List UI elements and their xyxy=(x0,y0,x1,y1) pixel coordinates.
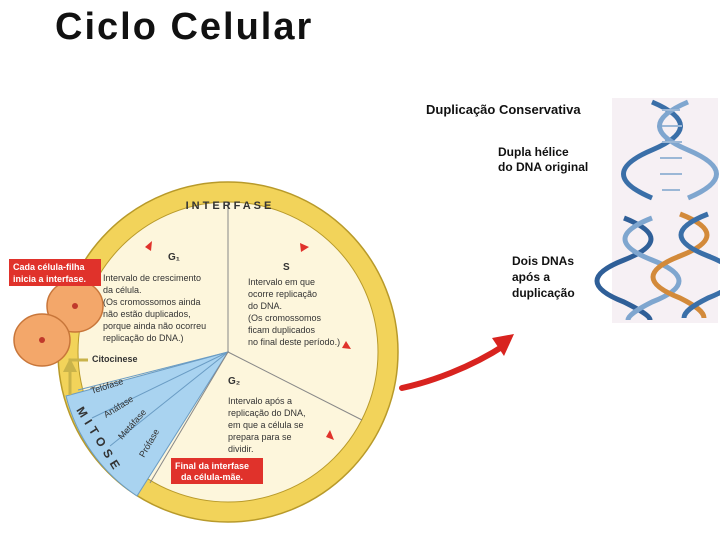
red-arrow xyxy=(399,334,514,391)
mitosis-sector xyxy=(65,351,230,497)
daughter-note: Cada célula-filha inicia a interfase. xyxy=(9,259,101,286)
g2-name: G₂ xyxy=(228,376,240,387)
daughter-cells xyxy=(13,279,104,367)
phase-divider xyxy=(91,351,229,419)
after-label-line: Dois DNAs xyxy=(512,254,574,268)
after-label-line: após a xyxy=(512,270,550,284)
g1-line: não estão duplicados, xyxy=(103,309,191,319)
mother-note-box xyxy=(171,458,263,484)
g1-line: (Os cromossomos ainda xyxy=(103,297,201,307)
cytokinesis-arrowhead xyxy=(63,358,77,372)
mother-note-line: Final da interfase xyxy=(175,461,249,471)
s-line: ocorre replicação xyxy=(248,289,317,299)
helix-strand xyxy=(622,215,682,321)
helix-strand xyxy=(660,109,682,191)
g1-line: da célula. xyxy=(103,285,142,295)
s-line: no final deste período.) xyxy=(248,337,340,347)
phase-divider xyxy=(77,351,229,391)
s-line: Intervalo em que xyxy=(248,277,315,287)
interphase-label: INTERFASE xyxy=(186,200,275,212)
g1-name: G₁ xyxy=(168,252,180,263)
s-line: do DNA. xyxy=(248,301,282,311)
cell-nucleus xyxy=(72,303,78,309)
progress-marker xyxy=(300,243,309,252)
g1-line: porque ainda não ocorreu xyxy=(103,321,206,331)
cell-nucleus xyxy=(39,337,45,343)
dna-helix-copy-orange xyxy=(650,211,720,319)
red-arrow-head xyxy=(492,334,514,356)
g2-line: replicação do DNA, xyxy=(228,408,306,418)
g2-mitosis-divider xyxy=(149,351,229,484)
mother-note: Final da interfase da célula-mãe. xyxy=(171,458,263,484)
dna-heading: Duplicação Conservativa xyxy=(426,102,581,117)
g1-line: replicação do DNA.) xyxy=(103,333,184,343)
s-line: (Os cromossomos xyxy=(248,313,322,323)
cell-cycle-wheel: INTERFASE G₁ Intervalo de crescimento da… xyxy=(57,181,399,523)
dna-helix-original xyxy=(621,99,719,201)
page-title: Ciclo Celular xyxy=(55,6,314,48)
g2-line: dividir. xyxy=(228,444,254,454)
helix-strand xyxy=(657,99,719,201)
g1-line: Intervalo de crescimento xyxy=(103,273,201,283)
s-name: S xyxy=(283,262,290,273)
progress-marker xyxy=(342,341,351,349)
cytokinesis-label: Citocinese xyxy=(92,354,138,364)
g2-line: em que a célula se xyxy=(228,420,304,430)
after-label-line: duplicação xyxy=(512,286,575,300)
phase-divider xyxy=(109,351,229,447)
daughter-note-line: inicia a interfase. xyxy=(13,274,86,284)
dna-panel: Duplicação Conservativa Dupla hélice do … xyxy=(420,95,720,323)
helix-strand xyxy=(678,211,720,319)
original-label-line: Dupla hélice xyxy=(498,145,569,159)
s-line: ficam duplicados xyxy=(248,325,316,335)
dna-helix-copy-blue xyxy=(594,215,682,321)
red-arrow-shaft xyxy=(399,342,508,391)
g2-line: Intervalo após a xyxy=(228,396,292,406)
mother-note-line: da célula-mãe. xyxy=(181,472,243,482)
daughter-note-line: Cada célula-filha xyxy=(13,262,86,272)
helix-strand xyxy=(621,99,683,201)
s-g2-divider xyxy=(227,351,363,421)
g2-line: prepara para se xyxy=(228,432,292,442)
original-label-line: do DNA original xyxy=(498,160,588,174)
progress-marker xyxy=(145,241,152,251)
progress-marker xyxy=(326,430,334,440)
daughter-note-box xyxy=(9,259,101,286)
